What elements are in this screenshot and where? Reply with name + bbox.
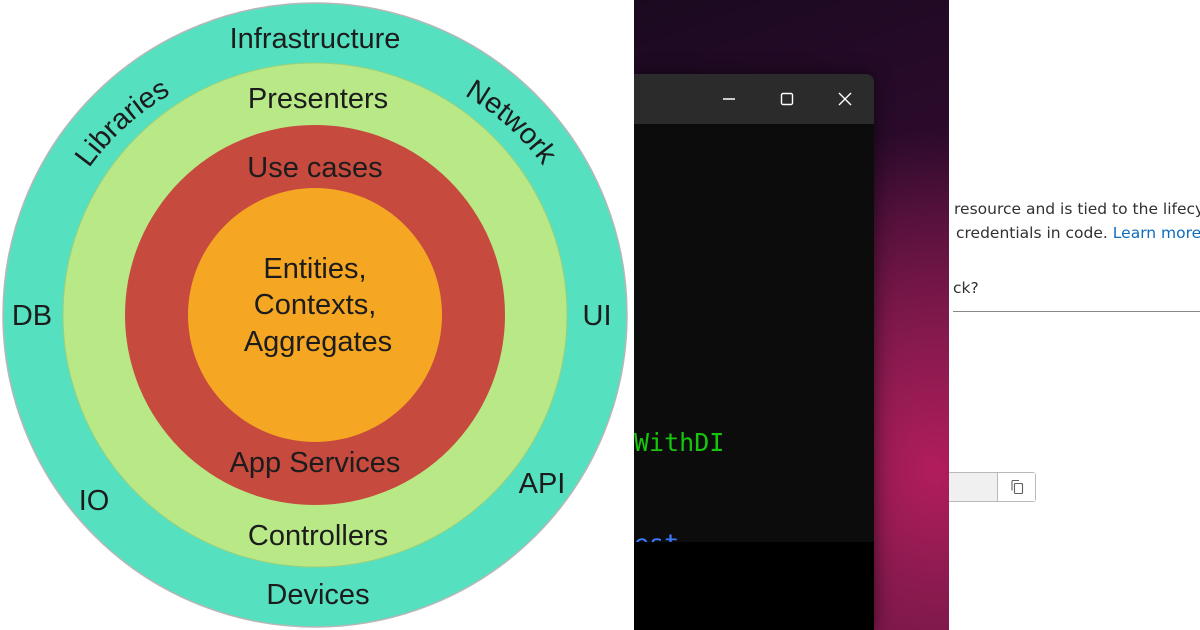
description-text: credentials in code. — [956, 224, 1108, 242]
copy-icon — [1010, 479, 1023, 495]
terminal-titlebar[interactable] — [634, 74, 874, 124]
label-infrastructure: Infrastructure — [230, 23, 401, 55]
description-line-2: credentials in code. Learn more about — [956, 224, 1200, 242]
label-app-services: App Services — [230, 447, 401, 479]
label-entities: Entities, — [263, 253, 366, 285]
copy-button[interactable] — [997, 473, 1035, 501]
terminal-lower-area — [634, 542, 874, 630]
maximize-icon — [780, 92, 794, 106]
portal-panel: resource and is tied to the lifecycle cr… — [949, 0, 1200, 630]
label-presenters: Presenters — [248, 83, 388, 115]
label-db: DB — [12, 300, 52, 332]
learn-more-link[interactable]: Learn more about — [1112, 224, 1200, 242]
label-ui: UI — [583, 300, 612, 332]
close-button[interactable] — [816, 74, 874, 124]
description-line-1: resource and is tied to the lifecycle — [954, 200, 1200, 218]
minimize-button[interactable] — [700, 74, 758, 124]
diagram-canvas: Infrastructure Libraries Network DB UI I… — [2, 2, 628, 628]
terminal-window[interactable]: WithDI est. — [634, 74, 874, 630]
ring-core — [188, 188, 442, 442]
terminal-line-project: WithDI — [634, 428, 725, 457]
section-divider — [953, 311, 1200, 312]
question-label: ck? — [953, 279, 979, 297]
minimize-icon — [723, 98, 735, 100]
label-controllers: Controllers — [248, 520, 388, 552]
desktop-wallpaper: WithDI est. — [634, 0, 949, 630]
label-contexts: Contexts, — [254, 289, 377, 321]
terminal-output[interactable]: WithDI est. — [634, 124, 874, 558]
label-aggregates: Aggregates — [244, 326, 392, 358]
close-icon — [838, 92, 852, 106]
label-use-cases: Use cases — [247, 152, 382, 184]
architecture-diagram: Infrastructure Libraries Network DB UI I… — [2, 2, 628, 628]
label-devices: Devices — [266, 579, 369, 611]
readonly-value-field[interactable] — [949, 472, 1036, 502]
label-io: IO — [79, 485, 110, 517]
label-api: API — [519, 468, 566, 500]
maximize-button[interactable] — [758, 74, 816, 124]
